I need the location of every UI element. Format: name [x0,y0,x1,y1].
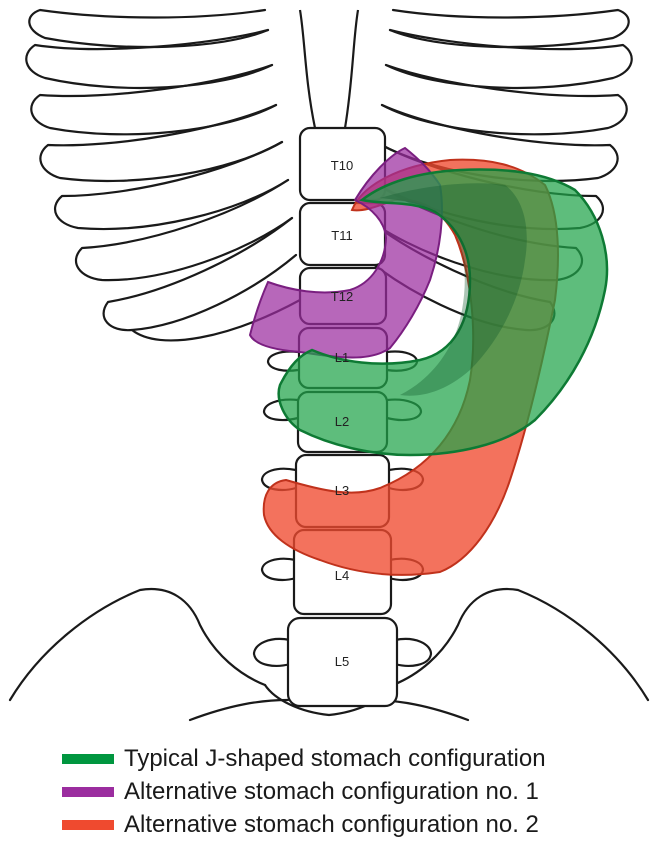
label-t11: T11 [331,228,352,243]
label-l2: L2 [335,414,349,429]
legend-item-alternative-2: Alternative stomach configuration no. 2 [62,808,652,841]
legend-item-alternative-1: Alternative stomach configuration no. 1 [62,775,652,808]
legend-swatch-purple [62,787,114,797]
legend-label-typical: Typical J-shaped stomach configuration [124,745,546,773]
legend-swatch-orange [62,820,114,830]
label-t12: T12 [331,289,353,304]
label-t10: T10 [331,158,353,173]
label-l5: L5 [335,654,349,669]
legend-item-typical: Typical J-shaped stomach configuration [62,742,652,775]
label-l1: L1 [335,350,349,365]
label-l4: L4 [335,568,349,583]
legend-label-alternative-1: Alternative stomach configuration no. 1 [124,778,539,806]
legend-label-alternative-2: Alternative stomach configuration no. 2 [124,811,539,839]
anatomy-figure: T10 T11 T12 L1 L2 L3 L4 L5 [0,0,658,730]
label-l3: L3 [335,483,349,498]
ribs-left [26,10,300,340]
upper-spine [300,10,358,128]
legend: Typical J-shaped stomach configuration A… [62,742,652,841]
legend-swatch-green [62,754,114,764]
